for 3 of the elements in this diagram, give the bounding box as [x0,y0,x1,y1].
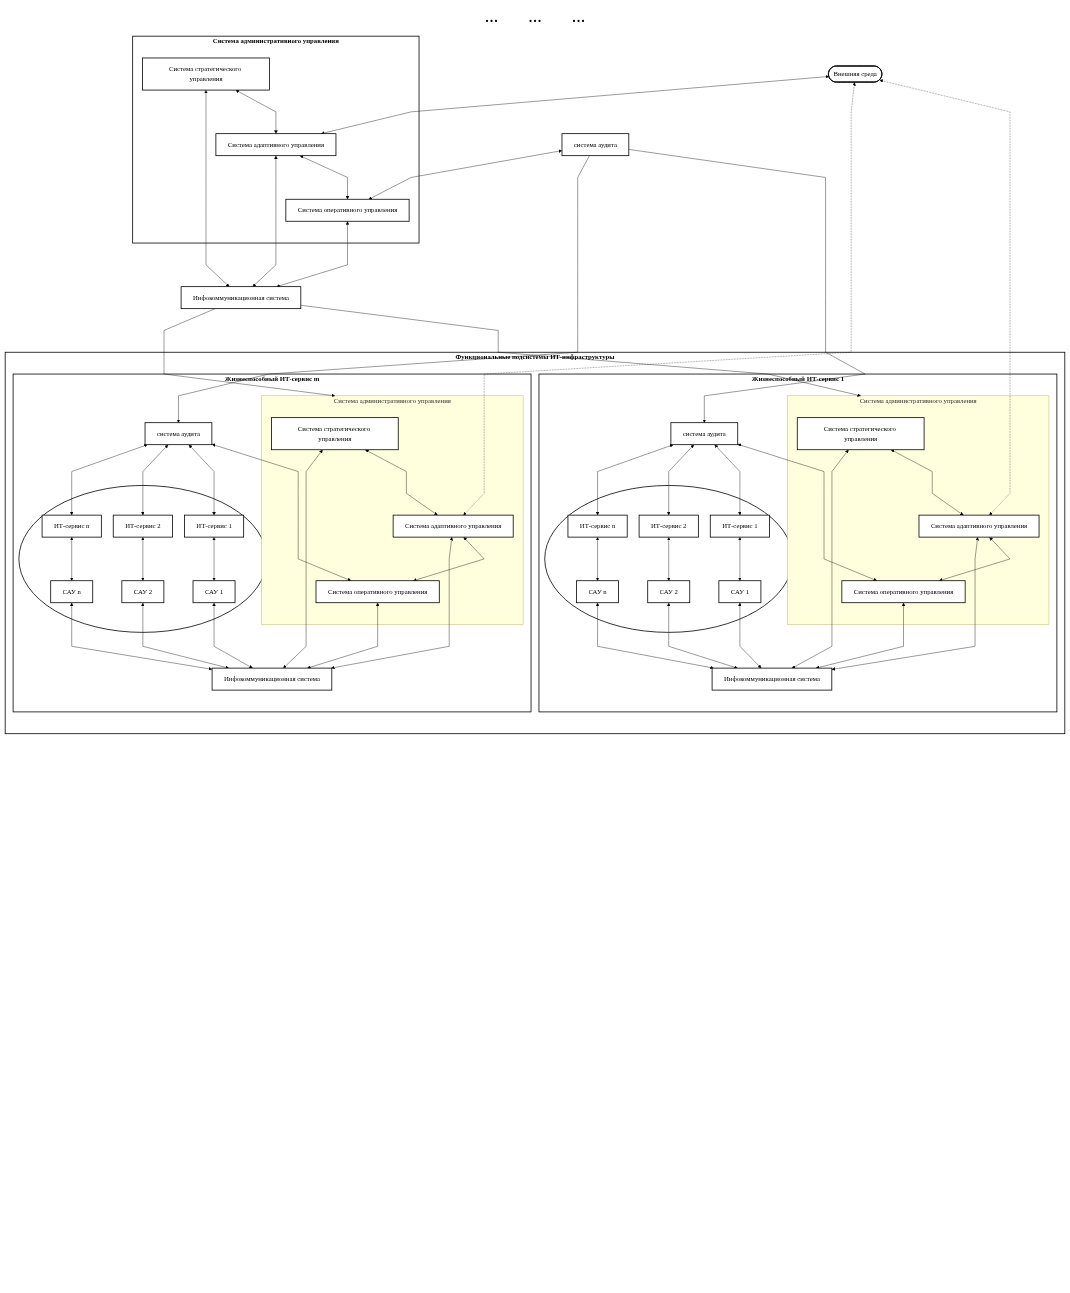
ellipsis-note: ... [571,6,586,27]
ellipsis-note: ... [484,6,499,27]
ellipsis-note: ... [528,6,542,27]
